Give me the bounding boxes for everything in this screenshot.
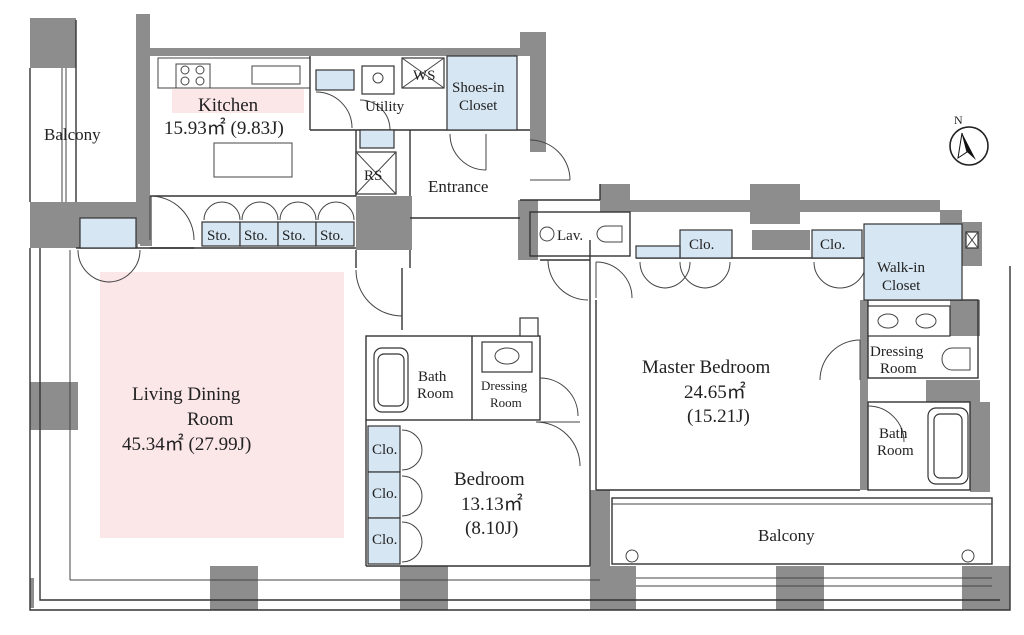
living-name-line2: Room [187,409,234,430]
lav-label: Lav. [557,228,583,244]
bath-master-line1: Bath [879,426,908,442]
shoes-closet-line1: Shoes-in [452,80,505,96]
kitchen-highlight [172,89,304,113]
storage-label-2: Sto. [244,228,268,244]
storage-label-4: Sto. [320,228,344,244]
shoes-closet-line2: Closet [459,98,498,114]
bath-small-line1: Bath [418,369,447,385]
master-name: Master Bedroom [642,357,770,378]
kitchen-name: Kitchen [198,95,259,116]
master-closet-right: Clo. [820,237,845,253]
bedroom-area-line1: 13.13㎡ [461,492,523,515]
dressing-master-line2: Room [880,361,917,377]
bath-small-line2: Room [417,386,454,402]
storage-label-1: Sto. [207,228,231,244]
balcony-left-label: Balcony [44,125,101,144]
utility-label: Utility [365,99,405,115]
bedroom-name: Bedroom [454,469,525,490]
compass-icon: N [949,113,989,166]
master-closet-left: Clo. [689,237,714,253]
living-highlight [100,272,344,538]
master-area-line1: 24.65㎡ [684,380,746,403]
room-labels: Kitchen 15.93㎡ (9.83J) Balcony Living Di… [44,68,925,548]
storage-label-3: Sto. [282,228,306,244]
bedroom-closet-3: Clo. [372,532,397,548]
walkin-line2: Closet [882,278,921,294]
walkin-line1: Walk-in [877,260,925,276]
compass-label: N [954,113,963,127]
dressing-master-line1: Dressing [870,344,924,360]
bath-master-line2: Room [877,443,914,459]
living-area: 45.34㎡ (27.99J) [122,432,251,455]
bedroom-area-line2: (8.10J) [465,518,518,539]
ws-label: WS [413,68,436,84]
kitchen-area: 15.93㎡ (9.83J) [164,116,284,139]
dressing-small-line1: Dressing [481,378,528,393]
closet-doors [203,201,423,563]
rs-label: RS [364,168,382,184]
outlines [29,20,1011,611]
dressing-small-line2: Room [490,395,522,410]
closets [79,55,963,565]
master-area-line2: (15.21J) [687,406,750,427]
entrance-label: Entrance [428,177,488,196]
living-name-line1: Living Dining [132,384,241,405]
balcony-bottom-label: Balcony [758,526,815,545]
bedroom-closet-1: Clo. [372,442,397,458]
bedroom-closet-2: Clo. [372,486,397,502]
